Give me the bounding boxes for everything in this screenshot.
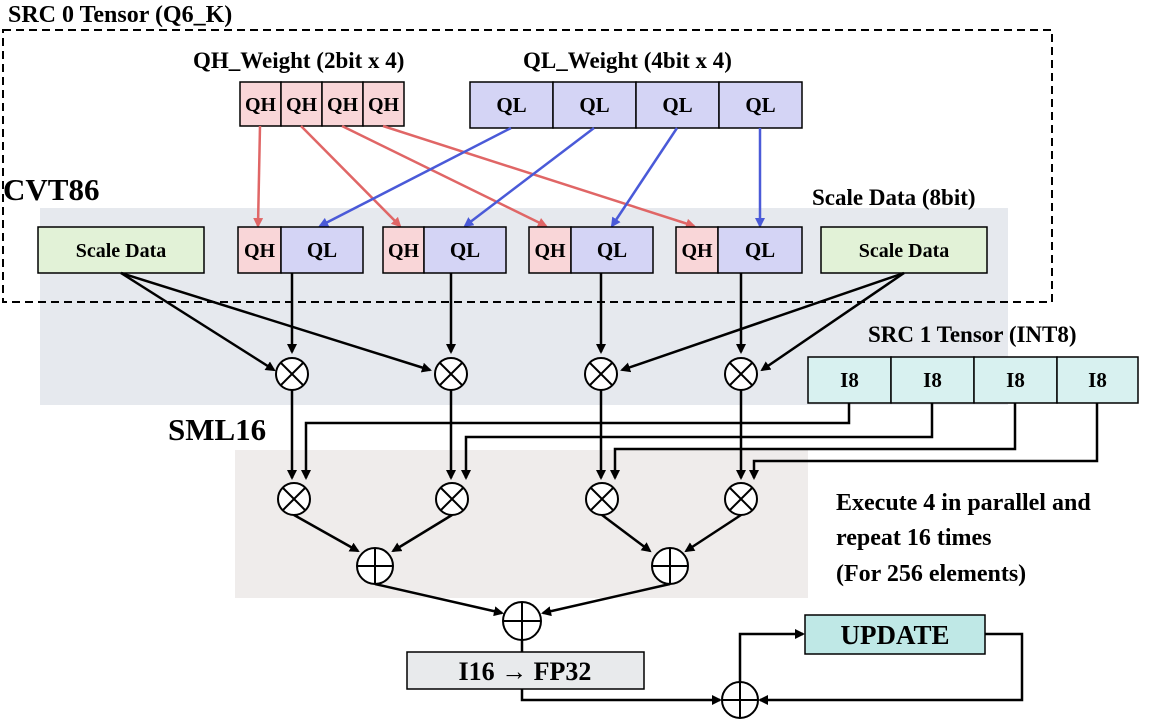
add-icon [721, 681, 759, 719]
src0-title: SRC 0 Tensor (Q6_K) [8, 2, 232, 28]
partial-add-ops [356, 547, 689, 585]
convert-box [406, 651, 645, 690]
combined-weights: QH QL QH QL QH QL QH QL [237, 226, 803, 274]
multiply-icon [434, 357, 468, 391]
qh-weight-label: QH [245, 94, 277, 116]
update-label: UPDATE [840, 620, 949, 650]
src1-int8-group: I8 I8 I8 I8 [807, 356, 1139, 404]
ql-weight-label: QL [496, 93, 526, 117]
scale-data-box-right [820, 226, 988, 274]
ql-weight-label: QL [579, 93, 609, 117]
ql-arrows [318, 126, 765, 228]
i8-label: I8 [840, 368, 859, 392]
combined-ql-label: QL [745, 238, 775, 262]
combined-ql-label: QL [450, 238, 480, 262]
update-box [804, 614, 986, 655]
combined-qh-label: QH [534, 240, 566, 262]
multiply-icon [275, 357, 309, 391]
partial-sum-arrows [293, 513, 742, 553]
scale-data-label-right: Scale Data [859, 240, 950, 262]
ql-weight-label: QL [662, 93, 692, 117]
multiply-icon [724, 482, 758, 516]
qh-weight-title: QH_Weight (2bit x 4) [193, 48, 404, 73]
ql-weight-title: QL_Weight (4bit x 4) [523, 48, 732, 73]
scaled-value-arrows [287, 390, 746, 480]
multiply-icon [584, 357, 618, 391]
sum-arrows [374, 582, 671, 617]
to-accumulator-arrow [520, 689, 722, 705]
combined-qh-label: QH [244, 240, 276, 262]
src1-title: SRC 1 Tensor (INT8) [868, 322, 1077, 347]
cvt-label: CVT86 [3, 172, 99, 207]
combined-qh-label: QH [681, 240, 713, 262]
note-line3: (For 256 elements) [836, 561, 1026, 587]
convert-label: I16 → FP32 [459, 657, 592, 686]
multiply-icon [277, 482, 311, 516]
ql-weight-group: QL QL QL QL [469, 81, 803, 129]
qh-weight-label: QH [368, 94, 400, 116]
qh-weight-label: QH [327, 94, 359, 116]
qh-weight-label: QH [286, 94, 318, 116]
i8-label: I8 [923, 368, 942, 392]
multiply-icon [435, 482, 469, 516]
qh-arrows [253, 124, 696, 229]
sml-label: SML16 [168, 412, 266, 447]
scale-data-label-left: Scale Data [76, 240, 167, 262]
update-loop [738, 629, 1024, 705]
int8-multiply-ops [277, 482, 758, 516]
add-icon [502, 601, 542, 641]
combined-ql-label: QL [597, 238, 627, 262]
add-icon [651, 547, 689, 585]
combined-qh-label: QH [388, 240, 420, 262]
add-icon [356, 547, 394, 585]
note-line1: Execute 4 in parallel and [836, 490, 1091, 516]
scale-multiply-arrows [120, 271, 905, 373]
combined-ql-label: QL [307, 238, 337, 262]
note-line2: repeat 16 times [836, 525, 992, 551]
sml-region [235, 450, 808, 598]
qh-weight-group: QH QH QH QH [239, 81, 405, 127]
multiply-icon [724, 357, 758, 391]
i8-label: I8 [1088, 368, 1107, 392]
src0-tensor-box [2, 29, 1053, 303]
i8-label: I8 [1006, 368, 1025, 392]
scale-data-title: Scale Data (8bit) [812, 185, 976, 210]
int8-routing [301, 403, 1099, 480]
ql-weight-label: QL [745, 93, 775, 117]
multiply-icon [585, 482, 619, 516]
